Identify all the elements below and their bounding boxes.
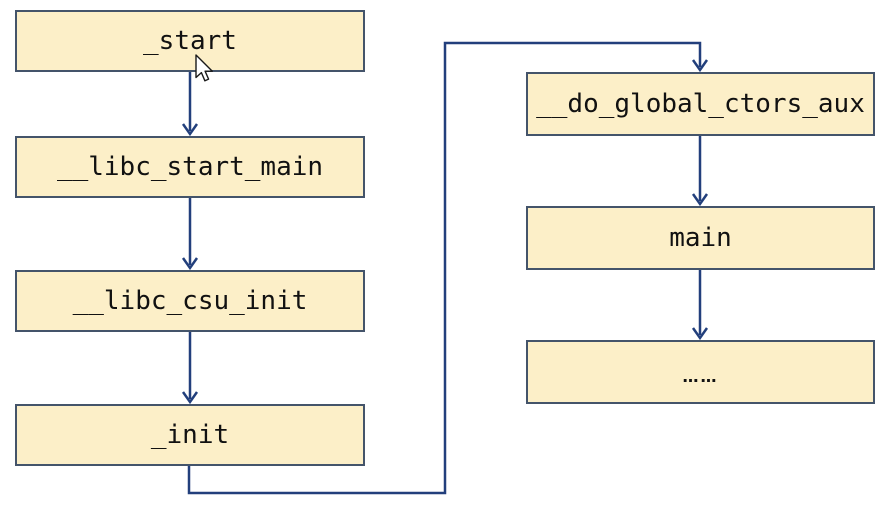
mouse-cursor-icon	[195, 54, 213, 82]
arrow-main-to-ellipsis	[691, 270, 709, 341]
arrow-start-to-libc-start-main	[181, 72, 199, 137]
flow-box-init: _init	[15, 404, 365, 466]
arrow-do-global-ctors-aux-to-main	[691, 136, 709, 207]
flow-box-main-label: main	[669, 223, 732, 253]
arrow-init-to-do-global-ctors-aux	[187, 41, 709, 495]
flow-box-libc-start-main-label: __libc_start_main	[56, 152, 324, 182]
flow-box-init-label: _init	[150, 420, 230, 450]
flow-box-libc-csu-init: __libc_csu_init	[15, 270, 365, 332]
flow-box-libc-start-main: __libc_start_main	[15, 136, 365, 198]
flow-box-start-label: _start	[143, 26, 237, 56]
arrow-libc-csu-init-to-init	[181, 332, 199, 405]
flow-box-main: main	[526, 206, 875, 270]
flow-box-libc-csu-init-label: __libc_csu_init	[72, 286, 308, 316]
arrow-libc-start-main-to-libc-csu-init	[181, 198, 199, 271]
flow-box-ellipsis: ……	[526, 340, 875, 404]
flow-box-start: _start	[15, 10, 365, 72]
flow-box-do-global-ctors-aux: __do_global_ctors_aux	[526, 72, 875, 136]
flow-box-do-global-ctors-aux-label: __do_global_ctors_aux	[536, 89, 865, 119]
flow-box-ellipsis-label: ……	[682, 366, 719, 386]
